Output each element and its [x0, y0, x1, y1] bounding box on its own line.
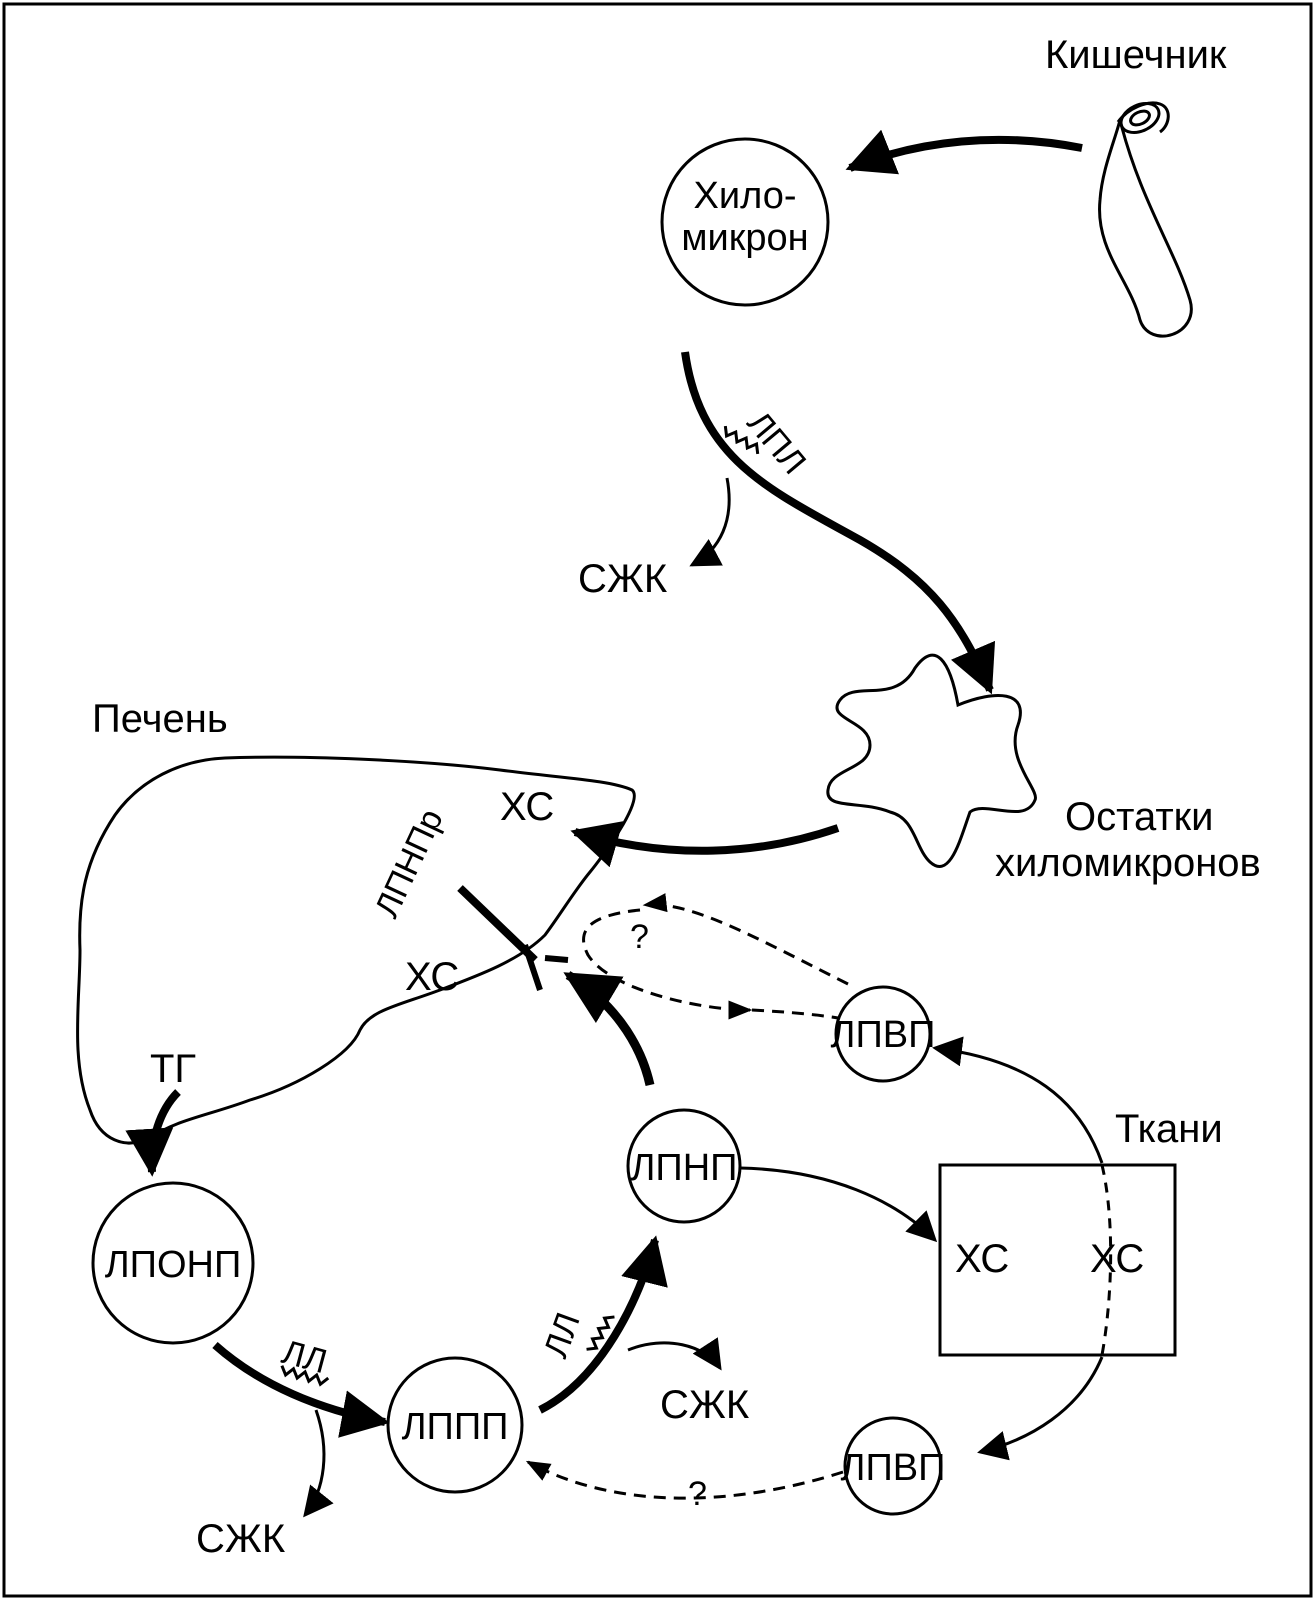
ldl-label: ЛПНП	[630, 1147, 737, 1189]
tissues-label: Ткани	[1115, 1107, 1223, 1151]
hdl-top-label: ЛПВП	[831, 1014, 936, 1056]
intestine-label: Кишечник	[1045, 33, 1227, 77]
intestine-icon	[1098, 101, 1193, 338]
ll-middle-squiggle	[586, 1315, 615, 1351]
ll-middle-label: ЛЛ	[537, 1308, 588, 1363]
ldl-to-liver-arrow	[563, 971, 655, 1086]
chylomicron-label-line2: микрон	[681, 217, 808, 259]
ffa-middle-arrow	[627, 1337, 722, 1371]
liver-cholesterol-mid-label: ХС	[405, 955, 459, 999]
remnants-label-line1: Остатки	[1065, 795, 1214, 839]
receptor-fork	[522, 944, 569, 991]
vldl-to-idl-arrow	[212, 1342, 390, 1438]
tissue-cholesterol-left-label: ХС	[955, 1237, 1009, 1281]
ffa-top-label: СЖК	[578, 557, 668, 601]
ll-bottom-squiggle	[280, 1365, 330, 1387]
liver-label: Печень	[92, 697, 228, 741]
intestine-to-chylomicron-arrow	[845, 129, 1083, 175]
ldl-node	[626, 1108, 742, 1224]
hdl-bottom-node	[843, 1416, 943, 1516]
vldl-label: ЛПОНП	[105, 1244, 242, 1286]
remnants-label-line2: хиломикронов	[995, 841, 1261, 885]
ffa-bottom-label: СЖК	[196, 1517, 286, 1561]
liver-outline	[76, 755, 636, 1145]
triglycerides-label: ТГ	[150, 1047, 196, 1091]
lpl-enzyme-squiggle	[723, 425, 760, 455]
idl-node	[386, 1356, 524, 1494]
question-top-label: ?	[630, 918, 649, 956]
hdl-liver-exchange-dashed-tail	[751, 1008, 839, 1020]
liver-cholesterol-top-label: ХС	[500, 785, 554, 829]
question-bottom-label: ?	[688, 1475, 707, 1513]
idl-to-ldl-arrow	[538, 1235, 668, 1414]
hdl-liver-exchange-dashed	[642, 893, 849, 986]
chylomicron-node	[660, 137, 830, 307]
hdl-bottom-label: ЛПВП	[841, 1447, 946, 1489]
hdl-liver-exchange-dashed-return	[582, 908, 753, 1020]
ldl-receptor-label: ЛПНПр	[368, 803, 451, 923]
tissues-to-hdl-bottom-arrow	[977, 1356, 1104, 1461]
tissue-cholesterol-right-label: ХС	[1090, 1237, 1144, 1281]
remnants-to-liver-arrow	[570, 821, 840, 868]
chylomicron-remnants-node	[826, 653, 1037, 868]
idl-label: ЛППП	[402, 1406, 509, 1448]
tissues-to-hdl-top-arrow	[932, 1036, 1104, 1164]
ldl-receptor-uptake-line	[457, 885, 538, 963]
tissue-cholesterol-efflux-dashed	[1100, 1164, 1113, 1356]
ldl-to-tissues-arrow	[739, 1166, 938, 1243]
tg-to-vldl-arrow	[125, 1089, 181, 1177]
chylomicron-to-remnants-arrow	[681, 351, 996, 695]
ffa-bottom-arrow	[303, 1409, 334, 1518]
tissues-box	[938, 1163, 1177, 1357]
vldl-node	[91, 1181, 255, 1345]
hdl-top-node	[834, 985, 932, 1083]
hdl-bottom-to-idl-dashed-arrow	[525, 1460, 844, 1500]
ffa-middle-label: СЖК	[660, 1383, 750, 1427]
ffa-top-arrow	[689, 477, 731, 567]
chylomicron-label-line1: Хило-	[694, 175, 797, 217]
